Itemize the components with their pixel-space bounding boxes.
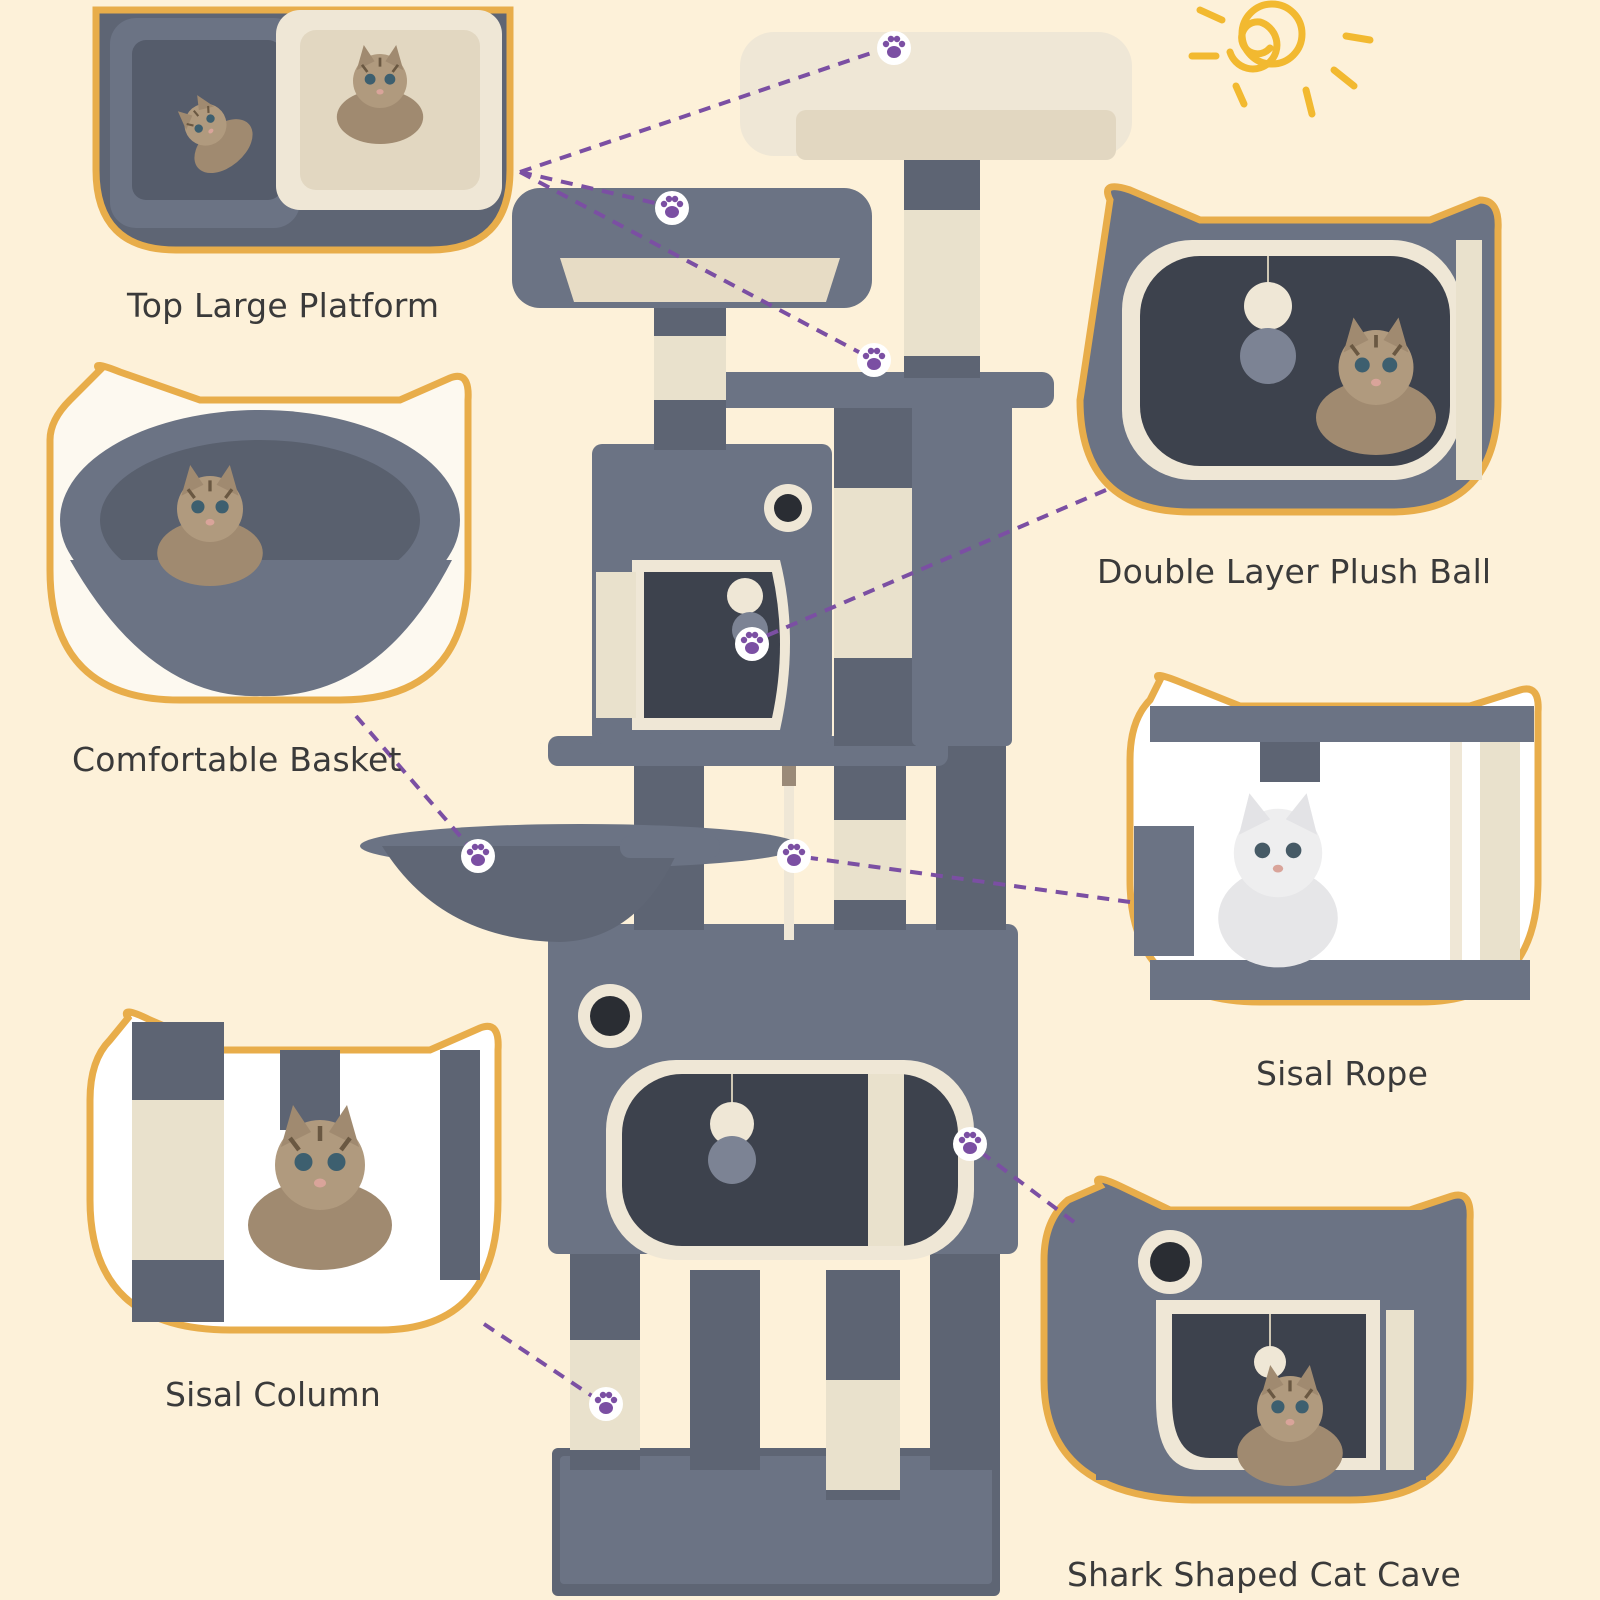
- paw-marker-icon: [655, 191, 689, 225]
- top-platform-label: Top Large Platform: [127, 286, 440, 325]
- basket-detail-image: [46, 362, 472, 704]
- paw-marker-icon: [777, 839, 811, 873]
- paw-marker-icon: [857, 343, 891, 377]
- sisal-column-detail-image: [86, 1008, 502, 1334]
- paw-marker-icon: [735, 627, 769, 661]
- cat-tree: [360, 32, 1132, 1596]
- basket-label: Comfortable Basket: [72, 740, 402, 779]
- callout-lines: [354, 46, 1131, 1406]
- paw-marker-icon: [877, 31, 911, 65]
- paw-marker-icon: [953, 1127, 987, 1161]
- plush-ball-label: Double Layer Plush Ball: [1097, 552, 1492, 591]
- top-platform-detail-image: [92, 6, 514, 254]
- paw-marker-icon: [589, 1387, 623, 1421]
- sisal-column-label: Sisal Column: [165, 1375, 381, 1414]
- sisal-rope-label: Sisal Rope: [1256, 1054, 1429, 1093]
- cat-cave-label: Shark Shaped Cat Cave: [1067, 1555, 1462, 1594]
- sisal-rope-detail-image: [1126, 672, 1542, 1006]
- paw-marker-icon: [461, 839, 495, 873]
- plush-ball-detail-image: [1076, 183, 1502, 516]
- cat-cave-detail-image: [1040, 1175, 1474, 1504]
- sun-icon: [1188, 0, 1374, 118]
